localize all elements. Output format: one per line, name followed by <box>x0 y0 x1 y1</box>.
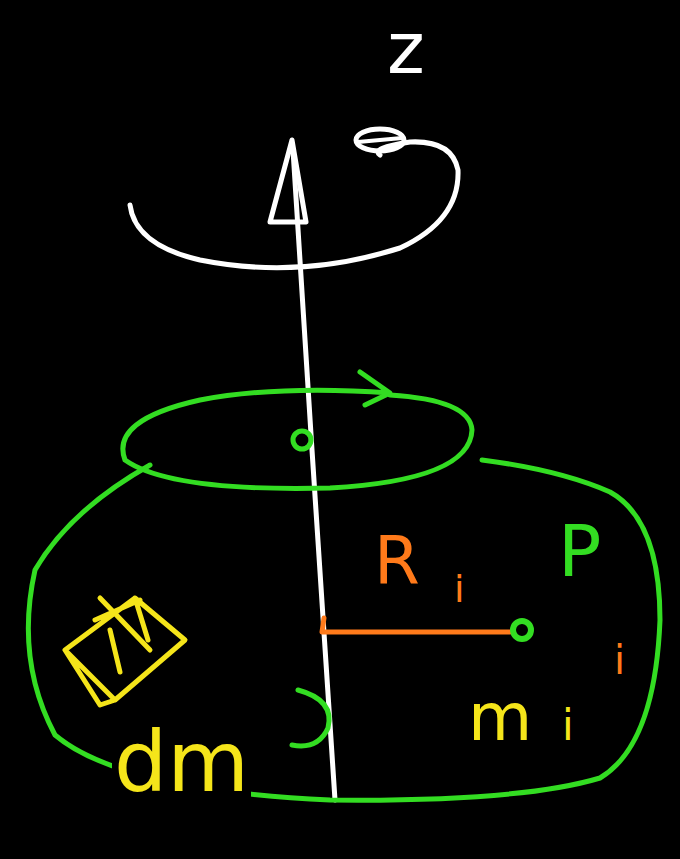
point-label: P <box>556 515 603 587</box>
body-rotation-arrow <box>123 372 472 488</box>
axis-label: z <box>385 12 427 84</box>
small-rotation-arrow <box>292 690 329 746</box>
mass-label: m <box>466 685 534 751</box>
radius-label: R <box>372 528 422 594</box>
axis-arrowhead <box>270 140 306 222</box>
axis-point <box>293 431 311 449</box>
subscript: i <box>560 705 576 747</box>
mass-element-label: dm <box>112 720 251 804</box>
point-mass <box>513 621 531 639</box>
subscript: i <box>452 570 467 608</box>
rotation-symbol-bar <box>358 138 402 142</box>
subscript: i <box>612 640 627 680</box>
mass-element-cube <box>65 598 185 705</box>
rotation-axis <box>293 150 335 800</box>
rotation-symbol <box>356 129 404 151</box>
rotation-arrow <box>130 142 458 268</box>
radius-line <box>322 618 510 632</box>
